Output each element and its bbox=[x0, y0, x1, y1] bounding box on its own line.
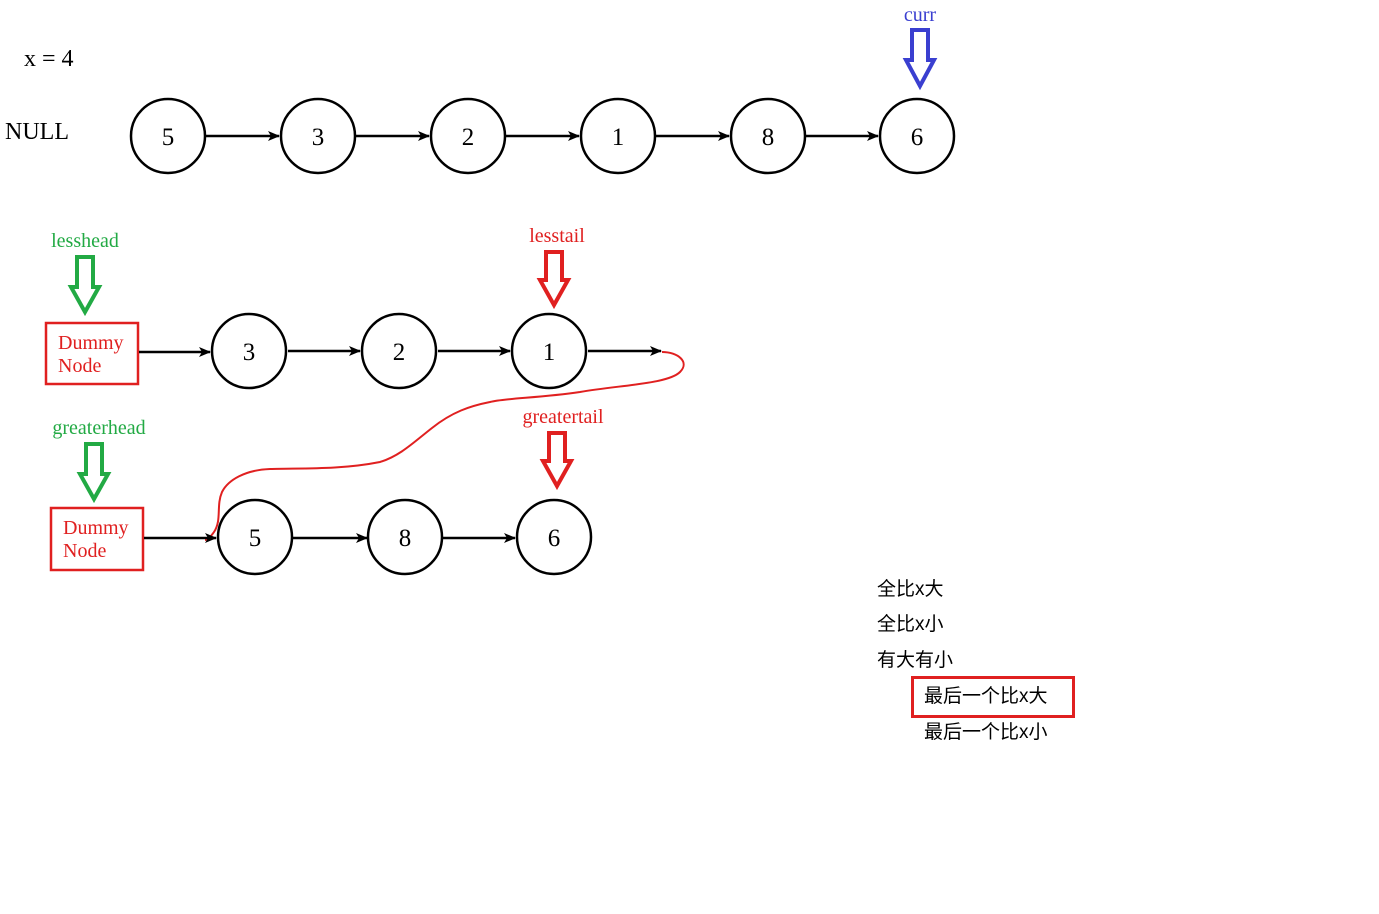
greater-list-node: 6 bbox=[515, 498, 593, 576]
note-case-all-less: 全比x小 bbox=[877, 614, 944, 635]
svg-text:Node: Node bbox=[63, 540, 106, 562]
original-list-node: 6 bbox=[878, 97, 956, 175]
svg-text:5: 5 bbox=[249, 525, 262, 552]
note-highlight-box bbox=[911, 676, 1075, 718]
svg-text:8: 8 bbox=[399, 525, 412, 552]
lesshead-pointer-label: lesshead bbox=[51, 230, 119, 252]
less-list-links bbox=[139, 346, 662, 357]
original-list-node: 2 bbox=[429, 97, 507, 175]
note-case-mixed: 有大有小 bbox=[877, 650, 954, 671]
x-value-label: x = 4 bbox=[24, 46, 74, 72]
greater-dummy-node: Dummy Node bbox=[49, 506, 145, 572]
svg-text:3: 3 bbox=[312, 124, 325, 151]
original-list-node: 3 bbox=[279, 97, 357, 175]
svg-text:Dummy: Dummy bbox=[58, 332, 124, 354]
greaterhead-pointer-arrow-icon bbox=[76, 442, 112, 504]
less-list-node: 3 bbox=[210, 312, 288, 390]
curr-pointer-label: curr bbox=[904, 4, 937, 26]
lesshead-pointer-arrow-icon bbox=[67, 255, 103, 317]
svg-text:8: 8 bbox=[762, 124, 775, 151]
svg-text:5: 5 bbox=[162, 124, 175, 151]
svg-text:2: 2 bbox=[393, 339, 406, 366]
svg-text:1: 1 bbox=[543, 339, 556, 366]
greaterhead-pointer-label: greaterhead bbox=[52, 417, 145, 439]
svg-text:Node: Node bbox=[58, 355, 101, 377]
less-list-node: 1 bbox=[510, 312, 588, 390]
original-list-node: 8 bbox=[729, 97, 807, 175]
note-sub-last-less: 最后一个比x小 bbox=[924, 722, 1048, 743]
greater-list-node: 8 bbox=[366, 498, 444, 576]
greatertail-pointer-label: greatertail bbox=[522, 406, 603, 428]
null-label: NULL bbox=[5, 119, 69, 145]
original-list-node: 5 bbox=[129, 97, 207, 175]
svg-text:1: 1 bbox=[612, 124, 625, 151]
svg-text:Dummy: Dummy bbox=[63, 517, 129, 539]
original-list-node: 1 bbox=[579, 97, 657, 175]
svg-text:2: 2 bbox=[462, 124, 475, 151]
less-list-node: 2 bbox=[360, 312, 438, 390]
list-join-curve bbox=[204, 351, 685, 541]
greater-list-node: 5 bbox=[216, 498, 294, 576]
lesstail-pointer-arrow-icon bbox=[536, 250, 572, 310]
svg-text:6: 6 bbox=[548, 525, 561, 552]
less-dummy-node: Dummy Node bbox=[44, 321, 140, 386]
note-case-all-greater: 全比x大 bbox=[877, 579, 944, 600]
curr-pointer-arrow-icon bbox=[902, 28, 938, 91]
lesstail-pointer-label: lesstail bbox=[529, 225, 585, 247]
note-sub-last-greater: 最后一个比x大 bbox=[924, 686, 1048, 707]
greatertail-pointer-arrow-icon bbox=[539, 431, 575, 491]
svg-text:3: 3 bbox=[243, 339, 256, 366]
svg-text:6: 6 bbox=[911, 124, 924, 151]
